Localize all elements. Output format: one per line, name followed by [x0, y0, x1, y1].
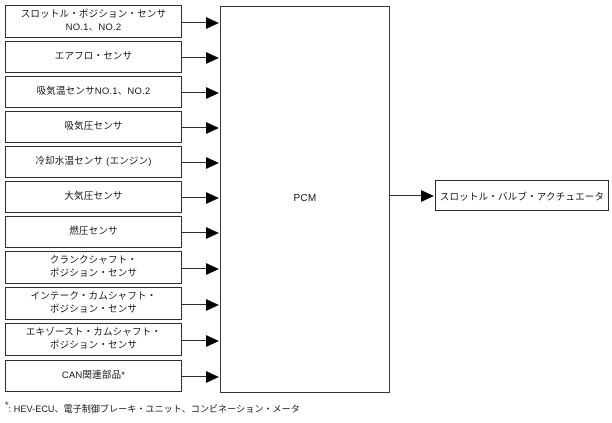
sensor-block-can-related-parts: CAN関連部品* — [5, 360, 182, 392]
connector-arrow-icon-can-related-parts — [206, 371, 219, 383]
sensor-label: 吸気温センサNO.1、NO.2 — [36, 85, 151, 97]
sensor-block-crankshaft-position-sensor: クランクシャフト・ ポジション・センサ — [5, 251, 182, 284]
footnote: *: HEV-ECU、電子制御ブレーキ・ユニット、コンビネーション・メータ — [5, 400, 300, 415]
sensor-label: 吸気圧センサ — [64, 120, 123, 132]
sensor-block-fuel-pressure-sensor: 燃圧センサ — [5, 216, 182, 248]
sensor-label: エアフロ・センサ — [54, 50, 133, 62]
throttle-valve-actuator-block: スロットル・バルブ・アクチュエータ — [435, 180, 609, 211]
connector-arrow-icon-throttle-position-sensor — [206, 17, 219, 29]
connector-arrow-icon-fuel-pressure-sensor — [206, 227, 219, 239]
connector-arrow-icon-intake-air-temperature-sensor — [206, 87, 219, 99]
connector-line-exhaust-camshaft-position-sensor — [182, 340, 208, 341]
sensor-block-intake-air-temperature-sensor: 吸気温センサNO.1、NO.2 — [5, 76, 182, 108]
sensor-label: エキゾースト・カムシャフト・ ポジション・センサ — [25, 327, 162, 351]
connector-arrow-icon-air-flow-sensor — [206, 52, 219, 64]
connector-line-intake-air-pressure-sensor — [182, 127, 208, 128]
sensor-block-exhaust-camshaft-position-sensor: エキゾースト・カムシャフト・ ポジション・センサ — [5, 323, 182, 356]
connector-arrow-icon-engine-coolant-temperature-sensor — [206, 157, 219, 169]
sensor-label: クランクシャフト・ ポジション・センサ — [49, 255, 138, 279]
connector-line-can-related-parts — [182, 376, 208, 377]
connector-arrow-icon-exhaust-camshaft-position-sensor — [206, 335, 219, 347]
connector-line-engine-coolant-temperature-sensor — [182, 162, 208, 163]
connector-line-fuel-pressure-sensor — [182, 232, 208, 233]
sensor-block-intake-camshaft-position-sensor: インテーク・カムシャフト・ ポジション・センサ — [5, 287, 182, 320]
sensor-label: 燃圧センサ — [69, 225, 118, 237]
footnote-marker: * — [5, 400, 9, 410]
pcm-to-actuator-line — [390, 195, 423, 196]
connector-arrow-icon-intake-camshaft-position-sensor — [206, 299, 219, 311]
sensor-block-barometric-pressure-sensor: 大気圧センサ — [5, 181, 182, 213]
pcm-to-actuator-arrow-icon — [421, 190, 434, 202]
connector-line-crankshaft-position-sensor — [182, 268, 208, 269]
connector-line-intake-air-temperature-sensor — [182, 92, 208, 93]
sensor-block-throttle-position-sensor: スロットル・ポジション・センサ NO.1、NO.2 — [5, 5, 182, 38]
sensor-label: CAN関連部品* — [61, 369, 126, 381]
pcm-block: PCM — [220, 6, 390, 393]
connector-arrow-icon-barometric-pressure-sensor — [206, 192, 219, 204]
sensor-label: 大気圧センサ — [64, 190, 123, 202]
connector-line-intake-camshaft-position-sensor — [182, 304, 208, 305]
footnote-text: : HEV-ECU、電子制御ブレーキ・ユニット、コンビネーション・メータ — [8, 404, 300, 414]
connector-line-barometric-pressure-sensor — [182, 197, 208, 198]
connector-line-air-flow-sensor — [182, 57, 208, 58]
sensor-label: インテーク・カムシャフト・ ポジション・センサ — [30, 291, 157, 315]
throttle-valve-actuator-label: スロットル・バルブ・アクチュエータ — [439, 191, 605, 203]
sensor-label: 冷却水温センサ (エンジン) — [35, 155, 152, 167]
sensor-label: スロットル・ポジション・センサ NO.1、NO.2 — [20, 9, 167, 33]
connector-arrow-icon-intake-air-pressure-sensor — [206, 122, 219, 134]
sensor-block-air-flow-sensor: エアフロ・センサ — [5, 41, 182, 73]
connector-arrow-icon-crankshaft-position-sensor — [206, 263, 219, 275]
pcm-label: PCM — [293, 193, 317, 204]
sensor-block-intake-air-pressure-sensor: 吸気圧センサ — [5, 111, 182, 143]
sensor-block-engine-coolant-temperature-sensor: 冷却水温センサ (エンジン) — [5, 146, 182, 178]
connector-line-throttle-position-sensor — [182, 22, 208, 23]
